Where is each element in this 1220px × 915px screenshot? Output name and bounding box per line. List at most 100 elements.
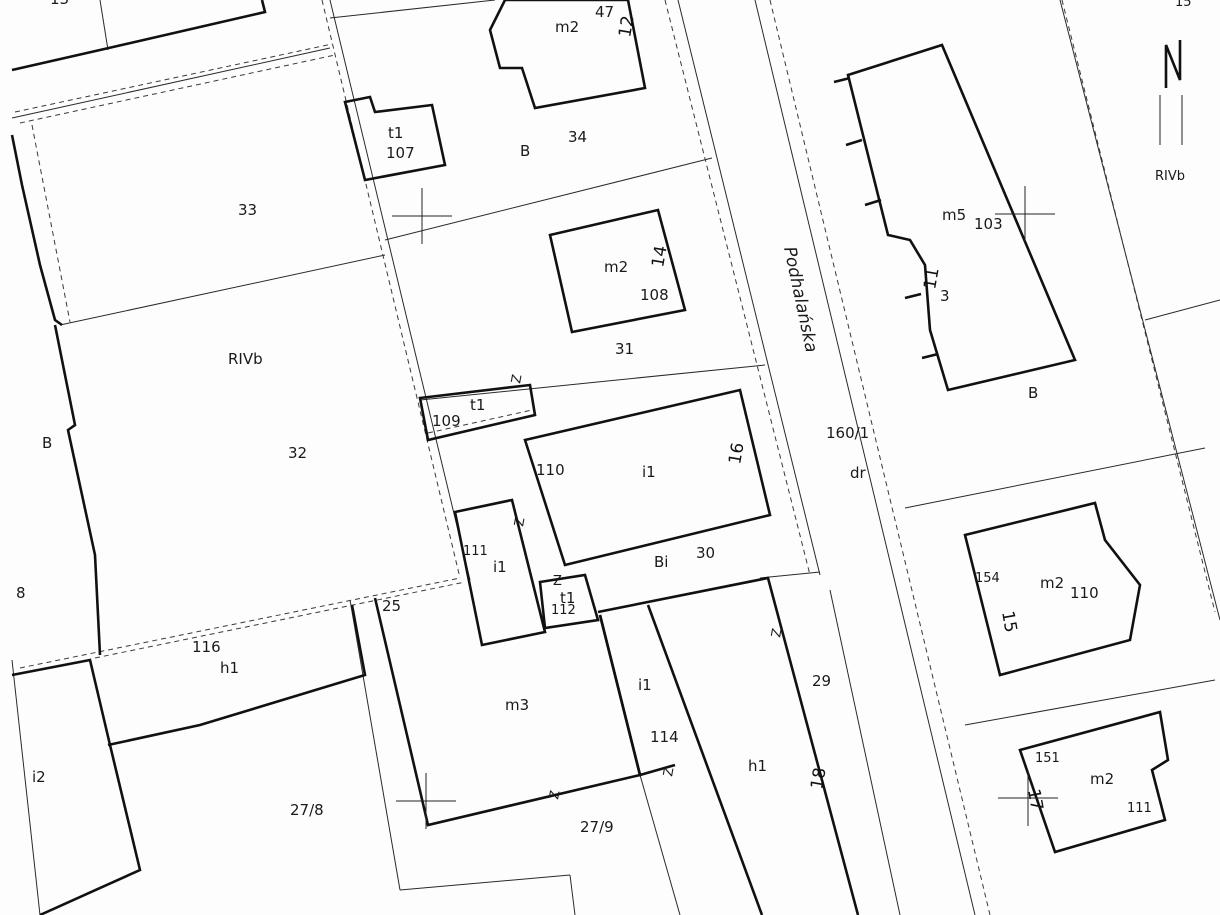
- thick-boundary: [11, 0, 267, 72]
- boundary-line: [59, 254, 386, 326]
- building-type-m3: m3: [505, 696, 529, 714]
- parcel-label-25: 25: [382, 597, 401, 615]
- street-edges: [754, 0, 976, 915]
- building-floors-15: 15: [997, 609, 1020, 634]
- building-type-t1: t1: [560, 589, 575, 607]
- boundary-line: [99, 0, 109, 51]
- north-arrow: [1159, 40, 1183, 145]
- dashed-boundaries: [14, 0, 1216, 915]
- balcony-tick: [904, 292, 922, 300]
- dashed-line: [321, 0, 461, 579]
- dashed-line: [1061, 0, 1216, 613]
- thick-boundary: [10, 134, 63, 327]
- balcony-tick: [864, 198, 882, 207]
- building-sub-3: 3: [940, 287, 950, 305]
- boundary-line: [329, 0, 471, 581]
- building-type-m2: m2: [604, 258, 628, 276]
- dashed-line: [31, 124, 71, 323]
- thick-boundary: [598, 614, 676, 777]
- building-151: [1018, 710, 1170, 854]
- building-type-t1: t1: [470, 396, 485, 414]
- dashed-line: [14, 43, 333, 113]
- thick-boundary: [646, 604, 764, 915]
- building-number-112: 112: [551, 603, 576, 618]
- parcel-label-30: 30: [696, 544, 715, 562]
- building-mark-z: Z: [509, 373, 525, 384]
- boundary-line: [349, 599, 401, 891]
- building-alt-111: 111: [1127, 801, 1152, 816]
- dashed-line: [94, 581, 466, 659]
- building-floors-17: 17: [1023, 787, 1046, 812]
- building-number-151: 151: [1035, 751, 1060, 766]
- building-type-m2: m2: [1040, 574, 1064, 592]
- landuse-rivb-east: RIVb: [1155, 169, 1185, 184]
- boundary-line: [11, 47, 331, 119]
- thick-boundary: [597, 576, 860, 915]
- landuse-bi: Bi: [654, 553, 668, 571]
- building-mark-z: Z: [547, 789, 563, 800]
- street-name: Podhalańska: [779, 245, 821, 354]
- thick-boundary: [11, 658, 142, 915]
- boundary-line: [419, 364, 766, 401]
- parcel-label-29: 29: [812, 672, 831, 690]
- building-110: [523, 388, 772, 567]
- grid-crosses: [392, 186, 1058, 829]
- building-107: [343, 95, 447, 182]
- building-number-114: 114: [650, 728, 679, 746]
- building-number-111: 111: [463, 544, 488, 559]
- north-symbol-n: [1164, 40, 1182, 88]
- parcel-label-31: 31: [615, 340, 634, 358]
- edge-label-8: 8: [16, 584, 26, 602]
- thick-boundary: [107, 604, 367, 747]
- parcel-label-33: 33: [238, 201, 257, 219]
- edge-label-13: 13: [50, 0, 69, 8]
- parcel-label-27-9: 27/9: [580, 818, 614, 836]
- building-floors-16: 16: [725, 441, 748, 466]
- balcony-ticks: [833, 76, 939, 360]
- balcony-tick: [845, 138, 863, 147]
- building-type-i1: i1: [642, 463, 656, 481]
- thick-boundaries: [10, 0, 860, 915]
- labels: 33 32 34 31 30 29 25 116 27/8 27/9 160/1…: [16, 0, 1192, 836]
- parcel-label-27-8: 27/8: [290, 801, 324, 819]
- landuse-dr: dr: [850, 464, 867, 482]
- building-floors-11: 11: [920, 266, 943, 291]
- landuse-b-east: B: [1028, 384, 1038, 402]
- building-type-i1: i1: [493, 558, 507, 576]
- parcel-boundaries: [11, 0, 1220, 915]
- building-number-47: 47: [595, 3, 614, 21]
- landuse-h1-east: h1: [748, 757, 767, 775]
- building-number-107: 107: [386, 144, 415, 162]
- dashed-line: [19, 54, 336, 124]
- thick-boundary: [53, 324, 102, 656]
- boundary-line: [964, 679, 1216, 726]
- parcel-label-32: 32: [288, 444, 307, 462]
- boundary-line: [1144, 299, 1220, 321]
- boundary-line: [759, 571, 821, 579]
- landuse-b-west: B: [42, 434, 52, 452]
- building-floors-12: 12: [615, 14, 638, 39]
- building-type-m2: m2: [555, 18, 579, 36]
- building-number-108: 108: [640, 286, 669, 304]
- building-number-154: 154: [975, 571, 1000, 586]
- landuse-h1: h1: [220, 659, 239, 677]
- building-mark-z: Z: [512, 516, 528, 527]
- boundary-line: [384, 157, 713, 241]
- landuse-rivb: RIVb: [228, 350, 263, 368]
- building-mark-z: Z: [661, 766, 677, 777]
- building-number-103: 103: [974, 215, 1003, 233]
- building-floors-14: 14: [648, 244, 671, 269]
- building-103: [846, 43, 1077, 392]
- building-type-t1: t1: [388, 124, 403, 142]
- building-mark-z: Z: [553, 574, 562, 589]
- balcony-tick: [921, 352, 939, 360]
- building-type-m5: m5: [942, 206, 966, 224]
- parcel-label-34: 34: [568, 128, 587, 146]
- parcel-label-160-1: 160/1: [826, 424, 869, 442]
- building-floors-18: 18: [807, 766, 830, 791]
- building-154: [963, 501, 1142, 677]
- parcel-label-116: 116: [192, 638, 221, 656]
- boundary-line: [904, 447, 1206, 509]
